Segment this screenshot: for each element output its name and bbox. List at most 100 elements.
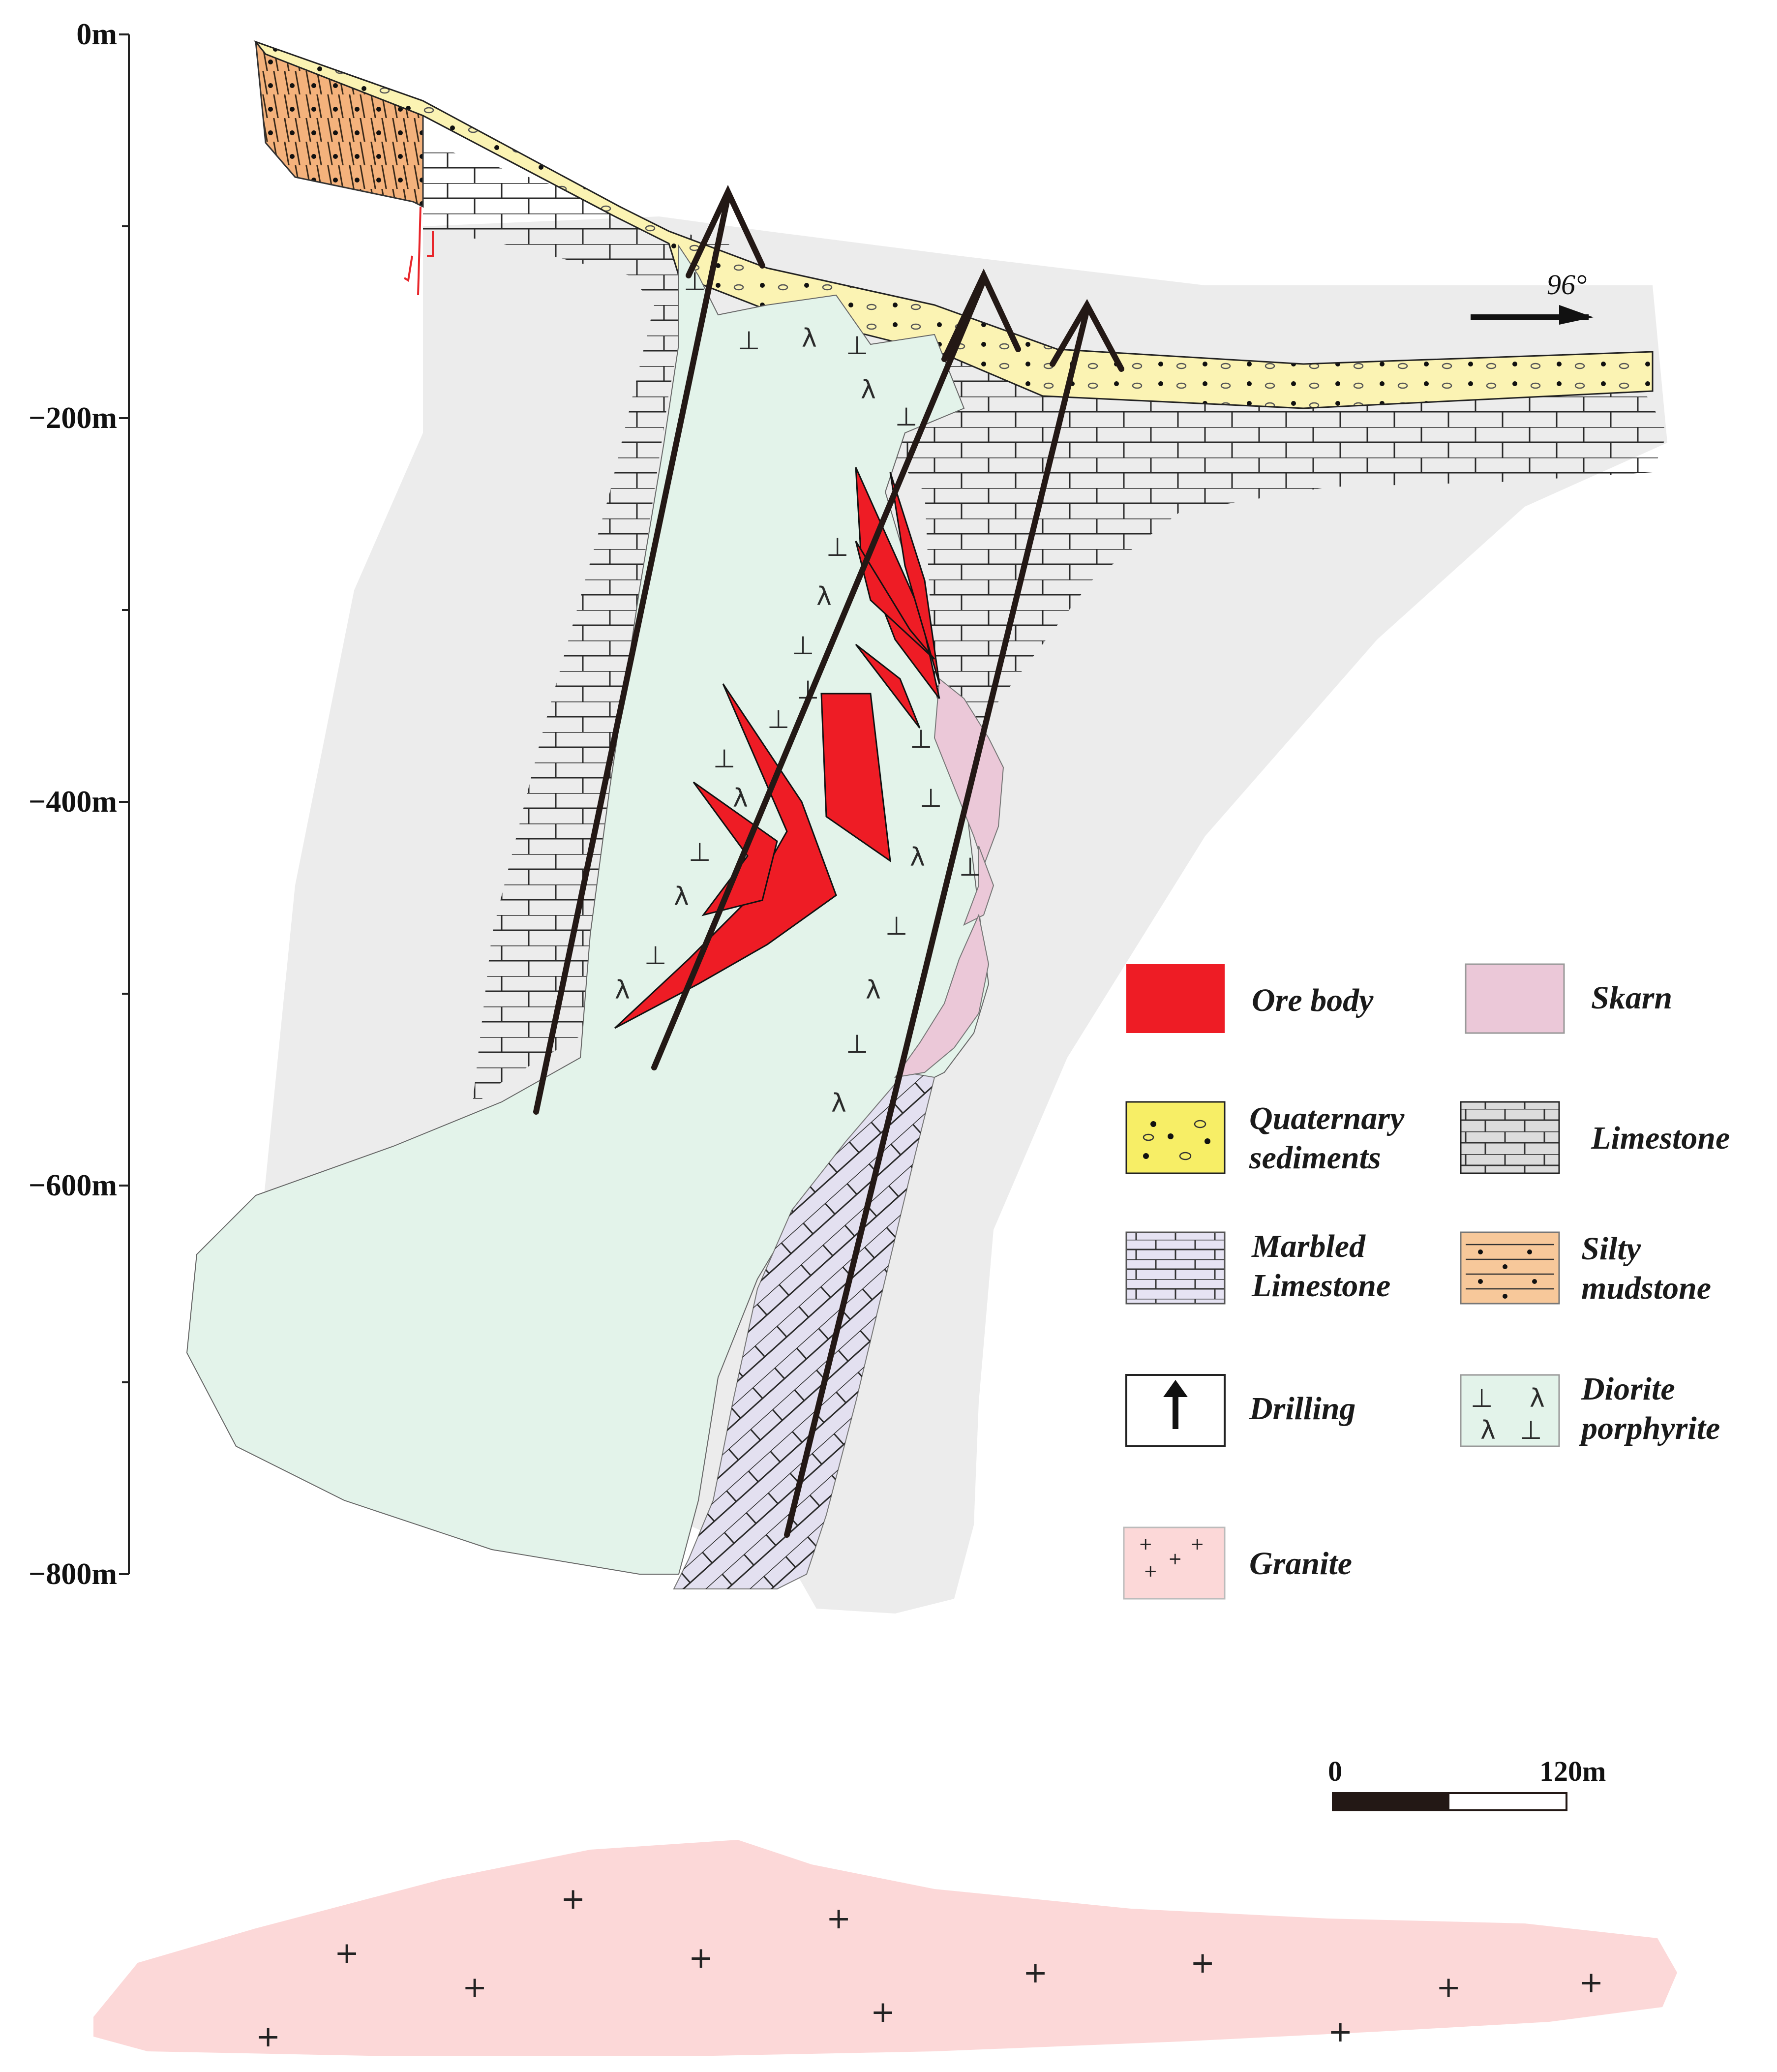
drill-arrow-3: [1050, 299, 1124, 372]
svg-text:+: +: [1168, 1549, 1182, 1569]
svg-text:⊥: ⊥: [689, 838, 711, 867]
legend-label-diorite-1: Diorite: [1581, 1371, 1675, 1407]
svg-text:+: +: [689, 1941, 713, 1975]
svg-text:⊥: ⊥: [846, 1030, 868, 1059]
drill-arrow-2: [941, 268, 1021, 362]
depth-label-800: −800m: [29, 1557, 117, 1591]
direction-arrow: 96°: [1471, 269, 1594, 325]
legend-swatch-skarn: [1465, 963, 1565, 1034]
legend-swatch-granite: + + + +: [1123, 1526, 1226, 1600]
svg-text:+: +: [1328, 2014, 1353, 2049]
depth-axis: 0m −200m −400m −600m −800m: [29, 18, 130, 1591]
svg-text:+: +: [826, 1901, 851, 1936]
svg-text:+: +: [334, 1936, 359, 1970]
ore-body: [855, 643, 921, 729]
svg-text:+: +: [1190, 1534, 1205, 1554]
limestone-hatch-right: [895, 320, 1667, 748]
legend-label-silty-2: mudstone: [1581, 1270, 1711, 1306]
svg-text:λ: λ: [733, 784, 748, 813]
svg-text:λ: λ: [910, 843, 925, 872]
scale-bar: 0 120m: [1328, 1755, 1606, 1811]
svg-text:+: +: [256, 2019, 280, 2054]
ore-body: [889, 472, 940, 684]
legend-label-granite: Granite: [1249, 1546, 1352, 1582]
legend-label-ore-body: Ore body: [1252, 982, 1374, 1018]
legend-label-limestone: Limestone: [1591, 1120, 1730, 1156]
legend-label-marbled-1: Marbled: [1251, 1228, 1366, 1264]
ore-body: [820, 693, 891, 863]
direction-label: 96°: [1547, 269, 1587, 301]
svg-text:+: +: [1190, 1946, 1215, 1980]
svg-text:⊥: ⊥: [738, 326, 760, 356]
diorite-symbols: ⊥ ⊥ λ ⊥ λ ⊥ ⊥ λ ⊥ ⊥ ⊥ ⊥ λ ⊥ λ ⊥ λ ⊥ ⊥ λ …: [615, 267, 981, 1118]
svg-text:+: +: [561, 1882, 585, 1916]
legend-swatch-ore-body: [1126, 964, 1225, 1033]
legend-swatch-limestone: [1460, 1101, 1560, 1174]
svg-text:+: +: [1144, 1561, 1158, 1581]
svg-text:λ: λ: [861, 375, 876, 405]
legend-label-drilling: Drilling: [1249, 1391, 1355, 1427]
granite-body: [93, 1840, 1677, 2056]
svg-text:λ: λ: [816, 582, 832, 611]
ore-body: [693, 781, 778, 916]
granite-symbols: + + + + + + + + + + + +: [256, 1882, 1603, 2054]
ore-bodies: [614, 467, 940, 1029]
legend-label-quaternary-2: sediments: [1249, 1140, 1381, 1176]
legend-label-silty-1: Silty: [1581, 1231, 1641, 1267]
scale-end: 120m: [1539, 1755, 1606, 1787]
legend-swatch-diorite: ⊥ λ λ ⊥: [1460, 1374, 1560, 1447]
depth-label-400: −400m: [29, 785, 117, 819]
svg-text:+: +: [1436, 1970, 1461, 2005]
svg-text:⊥: ⊥: [684, 267, 706, 297]
drill-arrow-1: [686, 184, 765, 278]
drill-arrow-icon: [1163, 1380, 1188, 1397]
svg-text:+: +: [871, 1995, 895, 2029]
svg-text:⊥: ⊥: [959, 853, 981, 882]
svg-text:⊥: ⊥: [644, 941, 666, 971]
skarn-lens-lower: [894, 913, 990, 1078]
svg-text:λ: λ: [831, 1089, 846, 1118]
svg-text:⊥: ⊥: [920, 784, 942, 813]
legend-swatch-marbled-limestone: [1125, 1231, 1226, 1305]
skarn-lens-upper: [934, 678, 1004, 867]
svg-text:⊥: ⊥: [792, 631, 814, 661]
skarn-lens-middle: [963, 846, 994, 926]
legend-label-quaternary-1: Quaternary: [1249, 1100, 1405, 1136]
svg-text:λ: λ: [866, 975, 881, 1005]
svg-text:⊥: ⊥: [910, 725, 932, 754]
legend-label-marbled-2: Limestone: [1251, 1268, 1390, 1304]
drill-holes: [533, 184, 1124, 1538]
drill-hole-3: [784, 307, 1090, 1538]
limestone-hatch-upper: [423, 143, 733, 1107]
svg-text:λ: λ: [674, 882, 689, 912]
svg-text:λ: λ: [1530, 1384, 1545, 1413]
legend-swatch-drilling: [1125, 1374, 1226, 1447]
svg-text:⊥: ⊥: [713, 744, 735, 774]
legend-swatch-quaternary: [1125, 1101, 1226, 1174]
svg-text:λ: λ: [802, 324, 817, 353]
fault-marker: [403, 206, 434, 296]
legend: Ore body Skarn Quaternary sediments Lime…: [1123, 963, 1730, 1600]
ore-body: [855, 541, 935, 660]
svg-text:+: +: [1579, 1965, 1603, 2000]
svg-text:⊥: ⊥: [846, 331, 868, 361]
svg-text:λ: λ: [615, 975, 630, 1005]
depth-label-0: 0m: [76, 18, 117, 51]
svg-text:⊥: ⊥: [767, 705, 789, 734]
depth-label-600: −600m: [29, 1169, 117, 1202]
svg-text:⊥: ⊥: [1471, 1384, 1493, 1413]
drill-hole-1: [533, 194, 731, 1115]
svg-text:+: +: [462, 1970, 487, 2005]
scale-start: 0: [1328, 1755, 1342, 1787]
drill-hole-2: [651, 277, 987, 1070]
legend-swatch-silty-mudstone: [1460, 1231, 1560, 1305]
svg-text:⊥: ⊥: [895, 402, 917, 432]
svg-text:+: +: [1023, 1955, 1048, 1990]
svg-text:λ: λ: [1480, 1416, 1496, 1445]
legend-label-diorite-2: porphyrite: [1579, 1410, 1720, 1446]
svg-text:⊥: ⊥: [826, 533, 848, 562]
depth-label-200: −200m: [29, 401, 117, 435]
svg-text:⊥: ⊥: [1520, 1416, 1542, 1445]
svg-text:⊥: ⊥: [885, 912, 907, 941]
